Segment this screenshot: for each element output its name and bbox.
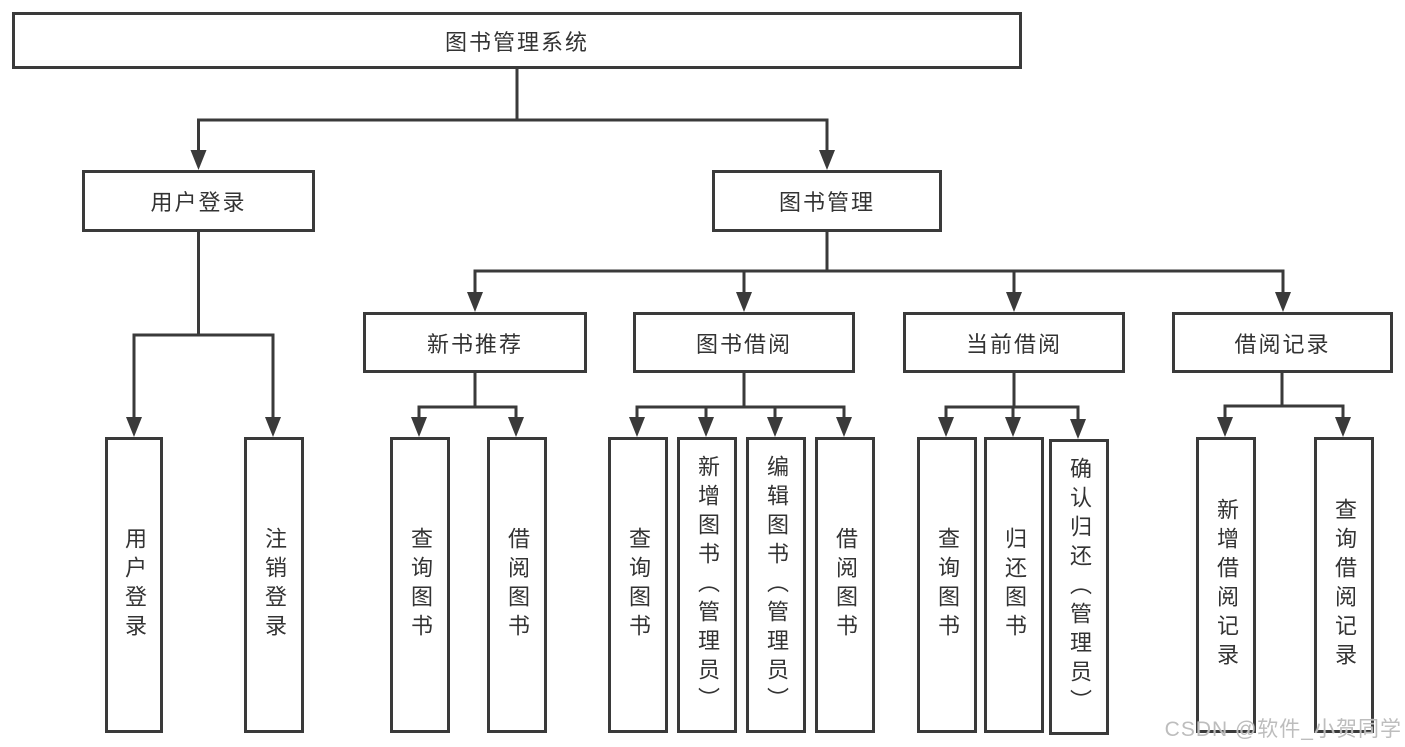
node-leaf-add-borrow-record: 新增借阅记录 xyxy=(1196,437,1256,733)
node-leaf-edit-book-admin: 编辑图书（管理员） xyxy=(746,437,806,733)
node-leaf-logout: 注销登录 xyxy=(244,437,304,733)
node-leaf-add-book-admin: 新增图书（管理员） xyxy=(677,437,737,733)
node-borrow-record: 借阅记录 xyxy=(1172,312,1393,373)
node-book-management: 图书管理 xyxy=(712,170,942,232)
node-leaf-query-borrow-record: 查询借阅记录 xyxy=(1314,437,1374,733)
node-leaf-user-login: 用户登录 xyxy=(105,437,163,733)
node-book-borrow: 图书借阅 xyxy=(633,312,855,373)
node-new-book-recommend: 新书推荐 xyxy=(363,312,587,373)
node-leaf-borrow-book: 借阅图书 xyxy=(815,437,875,733)
node-leaf-query-book-current: 查询图书 xyxy=(917,437,977,733)
node-user-login: 用户登录 xyxy=(82,170,315,232)
node-leaf-return-book: 归还图书 xyxy=(984,437,1044,733)
node-leaf-query-book-borrow: 查询图书 xyxy=(608,437,668,733)
node-leaf-confirm-return-admin: 确认归还（管理员） xyxy=(1049,439,1109,735)
node-leaf-query-book-recommend: 查询图书 xyxy=(390,437,450,733)
node-root: 图书管理系统 xyxy=(12,12,1022,69)
node-leaf-borrow-book-recommend: 借阅图书 xyxy=(487,437,547,733)
node-current-borrow: 当前借阅 xyxy=(903,312,1125,373)
